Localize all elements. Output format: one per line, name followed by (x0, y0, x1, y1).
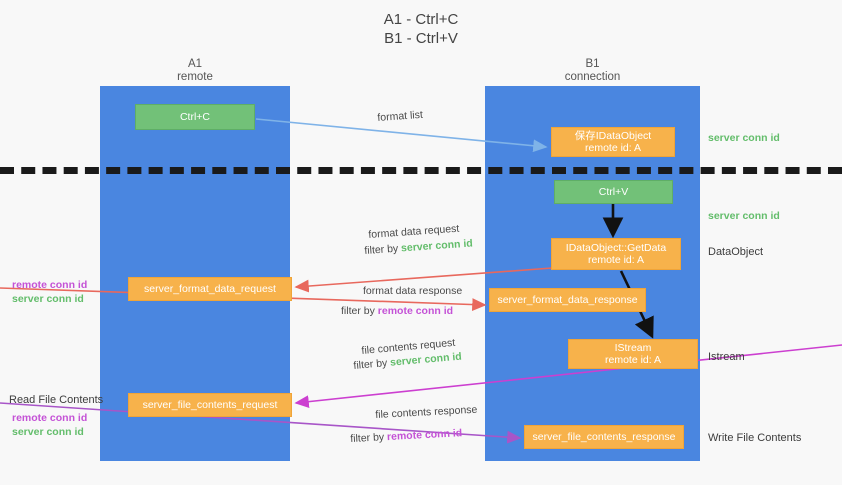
left-label-read-file-contents: Read File Contents (9, 394, 104, 406)
filter-prefix: filter by (353, 356, 391, 372)
title-line-2: B1 - Ctrl+V (384, 30, 458, 47)
lane-a1-role: remote (177, 71, 213, 83)
left-label-server-conn-id-top: server conn id (12, 292, 84, 305)
node-save-idataobject[interactable]: 保存IDataObject remote id: A (551, 127, 675, 157)
left-label-conn-pair-top: remote conn id server conn id (12, 279, 87, 306)
lane-header-b1: B1 connection (485, 58, 700, 84)
node-ctrl-v-label: Ctrl+V (598, 185, 629, 198)
node-server-file-contents-request[interactable]: server_file_contents_request (128, 393, 292, 417)
filter-value-remote-conn-id: remote conn id (377, 305, 454, 317)
right-label-server-conn-id-top: server conn id (708, 132, 780, 144)
filter-value-server-conn-id: server conn id (400, 237, 474, 255)
lane-a1-name: A1 (187, 58, 203, 70)
node-server-file-contents-request-label: server_file_contents_request (142, 398, 278, 411)
node-server-format-data-response-label: server_format_data_response (497, 293, 638, 306)
left-label-server-conn-id-bottom: server conn id (12, 425, 84, 438)
node-istream-line1: IStream (614, 341, 652, 354)
filter-prefix: filter by (341, 305, 378, 317)
left-label-remote-conn-id-top: remote conn id (12, 279, 88, 291)
lane-b1-role: connection (564, 71, 621, 83)
node-ctrl-c-label: Ctrl+C (179, 110, 211, 123)
node-istream[interactable]: IStream remote id: A (568, 339, 698, 369)
label-format-data-response: format data response (363, 285, 463, 297)
label-file-contents-response: file contents response (375, 403, 478, 421)
label-format-data-response-filter: filter by remote conn id (341, 305, 453, 318)
node-istream-line2: remote id: A (604, 354, 662, 366)
right-label-dataobject: DataObject (708, 246, 764, 258)
left-label-remote-conn-id-bottom: remote conn id (12, 412, 88, 424)
filter-value-remote-conn-id: remote conn id (386, 427, 463, 444)
node-getdata[interactable]: IDataObject::GetData remote id: A (551, 238, 681, 270)
label-file-contents-response-filter: filter by remote conn id (350, 427, 463, 446)
node-save-idataobject-line2: remote id: A (584, 142, 642, 154)
lane-b1-name: B1 (585, 58, 600, 70)
node-server-file-contents-response-label: server_file_contents_response (532, 430, 676, 443)
diagram-title: A1 - Ctrl+C B1 - Ctrl+V (0, 10, 842, 48)
title-line-1: A1 - Ctrl+C (383, 11, 459, 28)
node-server-format-data-response[interactable]: server_format_data_response (489, 288, 646, 312)
phase-divider (0, 167, 842, 174)
node-ctrl-c[interactable]: Ctrl+C (135, 104, 255, 130)
node-server-format-data-request[interactable]: server_format_data_request (128, 277, 292, 301)
lane-header-a1: A1 remote (100, 58, 290, 84)
right-label-write-file-contents: Write File Contents (708, 432, 802, 444)
node-server-file-contents-response[interactable]: server_file_contents_response (524, 425, 684, 449)
filter-prefix: filter by (350, 431, 388, 445)
node-getdata-line2: remote id: A (587, 254, 645, 266)
left-label-conn-pair-bottom: remote conn id server conn id (12, 412, 87, 439)
node-ctrl-v[interactable]: Ctrl+V (554, 180, 673, 204)
right-label-istream: Istream (708, 351, 745, 363)
filter-prefix: filter by (364, 242, 402, 257)
node-getdata-line1: IDataObject::GetData (565, 241, 667, 254)
label-format-list: format list (377, 108, 424, 124)
right-label-server-conn-id-mid: server conn id (708, 210, 780, 222)
node-server-format-data-request-label: server_format_data_request (144, 282, 276, 295)
node-save-idataobject-line1: 保存IDataObject (574, 129, 652, 142)
